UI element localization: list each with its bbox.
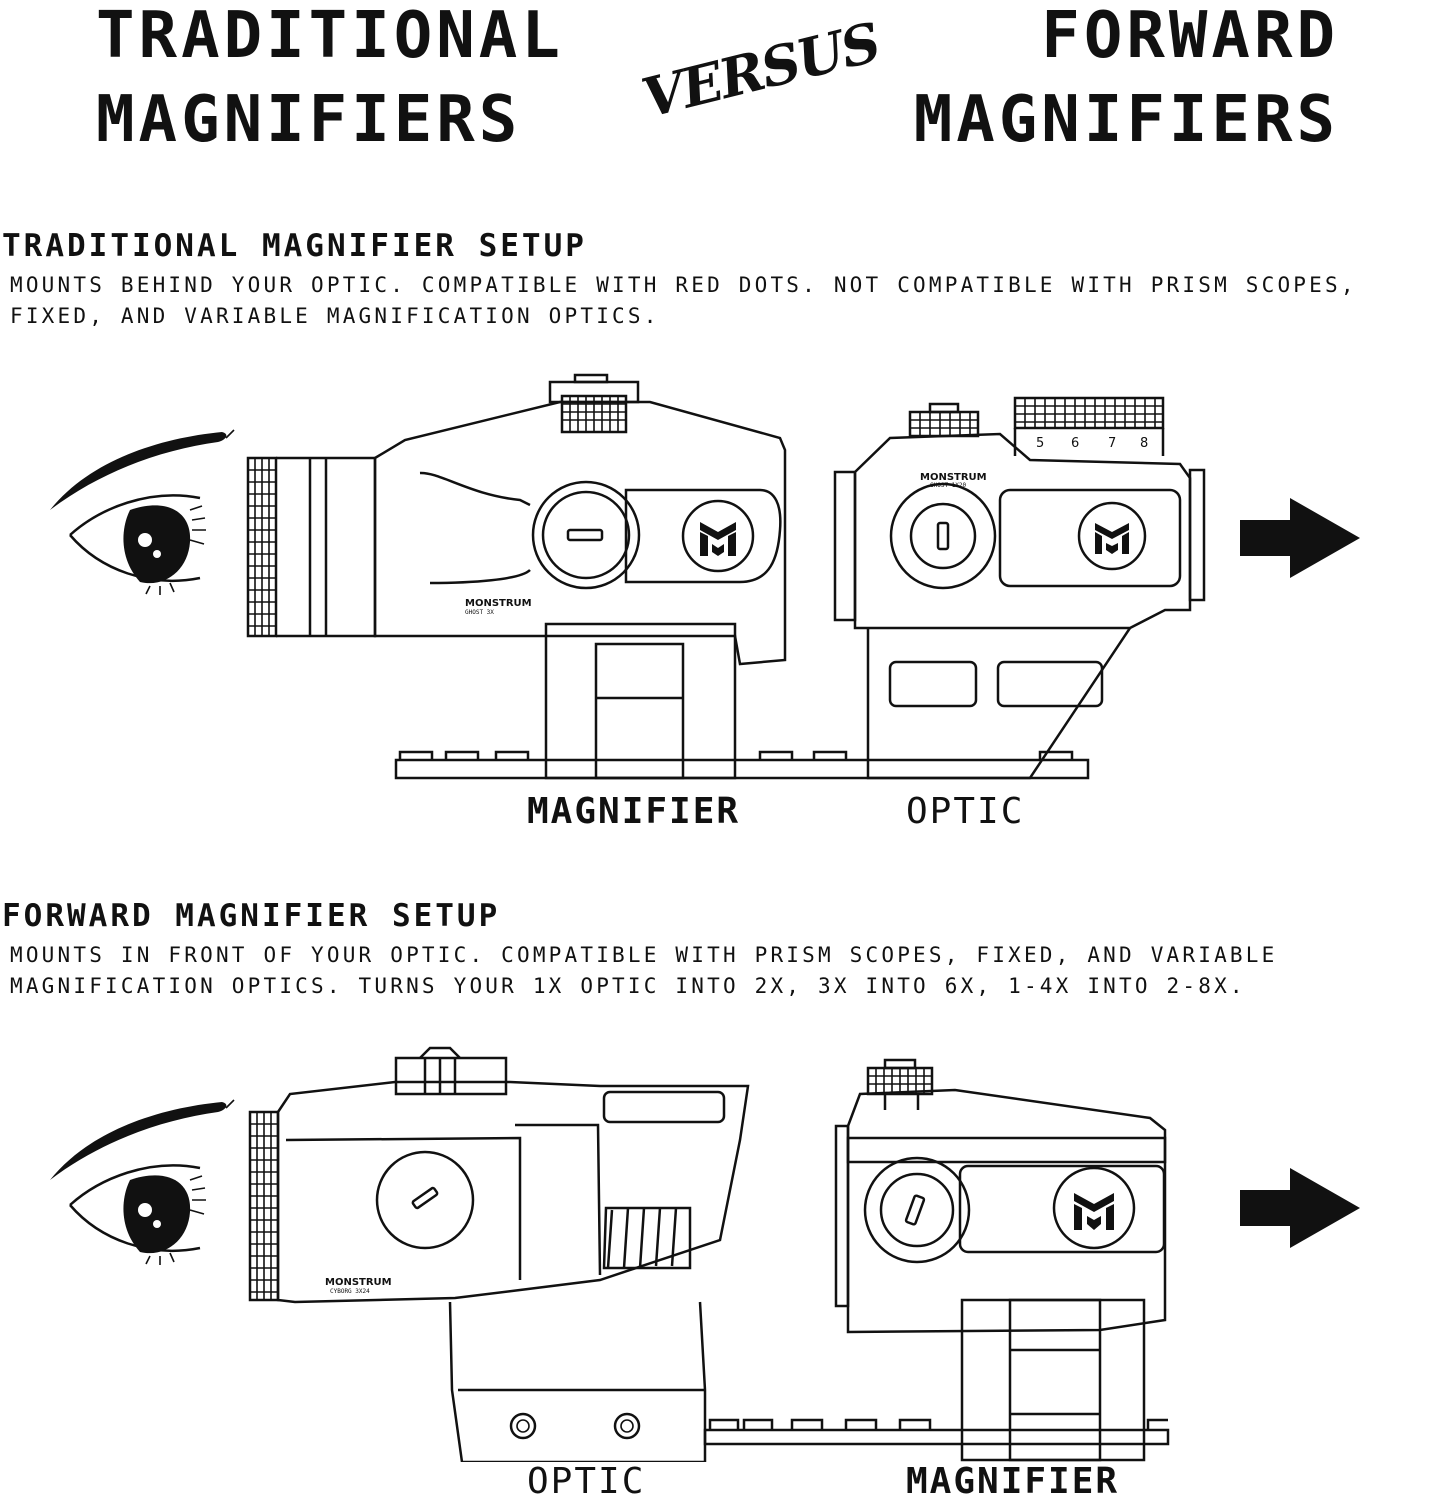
- versus-label: VERSUS: [635, 9, 886, 131]
- title-left-line1: TRADITIONAL: [96, 0, 564, 73]
- forward-magnifier-drawing: [834, 1058, 1167, 1462]
- dial-number-5: 5: [1036, 436, 1044, 451]
- traditional-rail: [394, 750, 1090, 780]
- eye-icon: [50, 1099, 235, 1265]
- dial-number-6: 6: [1071, 436, 1079, 451]
- dial-number-7: 7: [1108, 436, 1116, 451]
- title-right-line2: MAGNIFIERS: [913, 83, 1339, 157]
- traditional-setup-description: MOUNTS BEHIND YOUR OPTIC. COMPATIBLE WIT…: [10, 273, 1357, 328]
- forward-optic-brand: MONSTRUM: [325, 1277, 392, 1288]
- forward-optic-drawing: MONSTRUM CYBORG 3X24: [248, 1046, 750, 1462]
- title-traditional-magnifiers: TRADITIONAL MAGNIFIERS: [96, 0, 616, 162]
- forward-setup-diagram: MONSTRUM CYBORG 3X24: [50, 1046, 1360, 1462]
- traditional-magnifier-drawing: MONSTRUM GHOST 3X: [246, 373, 787, 780]
- title-left-line2: MAGNIFIERS: [96, 83, 522, 157]
- magnifier-brand: MONSTRUM: [465, 598, 532, 609]
- optic-model: GHOST 1X20: [930, 482, 967, 489]
- forward-optic-model: CYBORG 3X24: [330, 1288, 370, 1295]
- forward-rail: [703, 1418, 1170, 1446]
- monstrum-logo-icon: [700, 522, 736, 556]
- arrow-right-icon: [1240, 498, 1360, 578]
- traditional-optic-drawing: MONSTRUM GHOST 1X20 5 6 7 8: [833, 396, 1206, 780]
- title-right-line1: FORWARD: [1041, 0, 1339, 73]
- forward-setup-heading: FORWARD MAGNIFIER SETUP: [2, 898, 501, 934]
- title-forward-magnifiers: FORWARD MAGNIFIERS: [869, 0, 1339, 162]
- optic-monstrum-logo-icon: [1095, 523, 1129, 554]
- traditional-setup-diagram: MONSTRUM GHOST 3X MONSTRUM GHOST 1X20 5 …: [50, 373, 1360, 780]
- forward-setup-description: MOUNTS IN FRONT OF YOUR OPTIC. COMPATIBL…: [10, 943, 1278, 998]
- forward-magnifier-label: MAGNIFIER: [906, 1461, 1120, 1502]
- forward-magnifier-logo-icon: [1074, 1193, 1114, 1230]
- optic-brand: MONSTRUM: [920, 472, 987, 483]
- forward-optic-label: OPTIC: [527, 1461, 646, 1502]
- traditional-setup-heading: TRADITIONAL MAGNIFIER SETUP: [2, 228, 587, 264]
- magnifier-model: GHOST 3X: [465, 609, 494, 616]
- arrow-right-icon: [1240, 1168, 1360, 1248]
- traditional-magnifier-label: MAGNIFIER: [527, 791, 741, 832]
- traditional-optic-label: OPTIC: [906, 791, 1025, 832]
- dial-number-8: 8: [1140, 436, 1148, 451]
- eye-icon: [50, 429, 235, 595]
